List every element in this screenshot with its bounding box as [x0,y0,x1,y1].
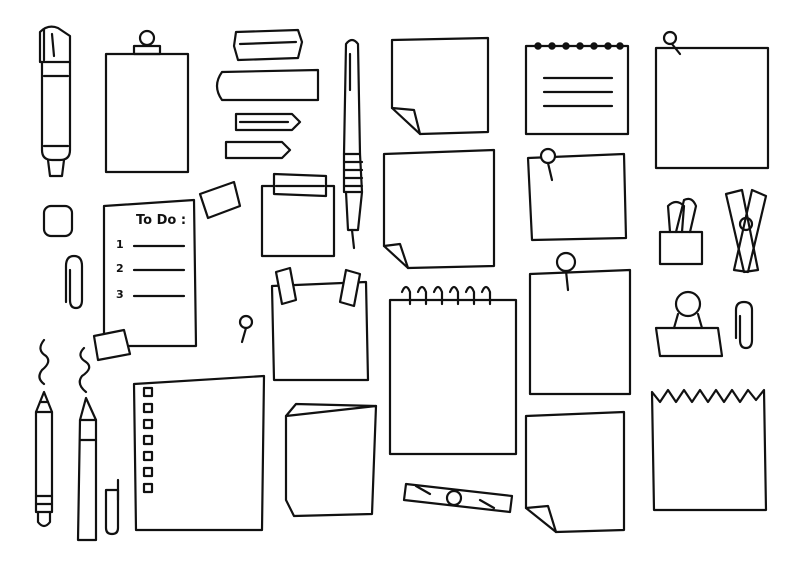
todo-item-number-2: 2 [116,262,124,275]
torn-paper-icon [650,388,768,512]
lined-notepad-icon [524,42,630,136]
curled-note-icon [382,148,496,270]
binder-clip-icon [654,290,724,358]
paperclip-icon [64,254,84,310]
todo-item-number-3: 3 [116,288,124,301]
pinned-note-icon [654,30,770,170]
paperclip-icon [734,300,754,350]
taped-note-icon [270,266,370,382]
todo-title: To Do : [136,213,186,228]
pinned-note-icon [528,251,632,396]
pushpin-icon [238,314,254,344]
checklist-sheet-icon [132,374,266,532]
todo-list: To Do : 1 2 3 [92,180,242,362]
pinned-note-icon [526,147,628,242]
eraser-icon [42,204,74,238]
marker-icon [38,25,72,178]
clipboard-icon [104,29,190,174]
curled-note-icon [524,410,626,534]
spiral-notepad-icon [388,285,518,456]
taped-note-icon [260,172,336,258]
curled-note-icon [284,402,378,518]
brush-pen-icon [76,346,98,542]
pen-cap-icon [104,478,120,536]
mechanical-pencil-icon [342,38,364,250]
binder-clip-icon [658,197,704,266]
sticky-tab-icon [215,68,320,160]
pencil-icon [34,338,54,528]
clothespin-icon [402,482,514,514]
plain-note-icon [390,36,490,136]
todo-item-number-1: 1 [116,238,124,251]
clothespin-icon [724,188,768,274]
washi-tape-icon [232,28,304,62]
